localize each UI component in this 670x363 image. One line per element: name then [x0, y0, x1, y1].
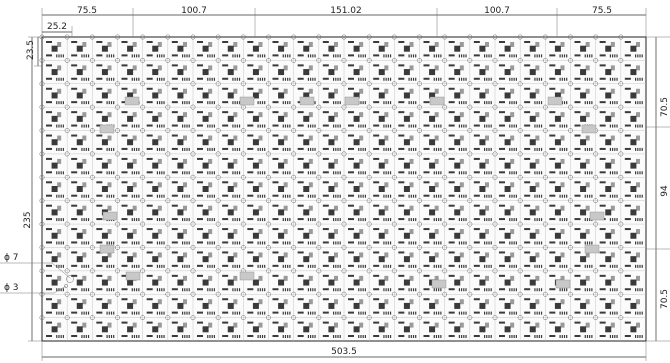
- dim-left-overall: 235: [23, 211, 33, 228]
- bottom-dimension: 503.5: [41, 341, 647, 361]
- dim-cell-pitch-y: 23.5: [26, 40, 36, 60]
- dim-top-2: 100.7: [181, 6, 207, 16]
- dim-top-4: 100.7: [484, 6, 510, 16]
- dim-top-1: 75.5: [77, 6, 97, 16]
- dim-right-1: 70.5: [660, 97, 670, 117]
- dim-top-3: 151.02: [330, 6, 362, 16]
- right-dimension-chain: 70.5 94 70.5: [646, 36, 670, 342]
- dim-top-5: 75.5: [592, 6, 612, 16]
- dim-right-3: 70.5: [660, 289, 670, 309]
- left-dimension-chain: 235 23.5 ϕ 7 ϕ 3: [0, 36, 71, 342]
- callout-hole-large: ϕ 7: [4, 253, 19, 263]
- dim-bottom-overall: 503.5: [331, 347, 357, 357]
- callout-hole-small: ϕ 3: [4, 283, 19, 293]
- dim-right-2: 94: [660, 185, 670, 197]
- top-dimension-chain: 75.5 100.7 151.02 100.7 75.5 25.2: [41, 6, 647, 37]
- dim-cell-pitch-x: 25.2: [47, 22, 67, 32]
- component-grid: [39, 34, 646, 341]
